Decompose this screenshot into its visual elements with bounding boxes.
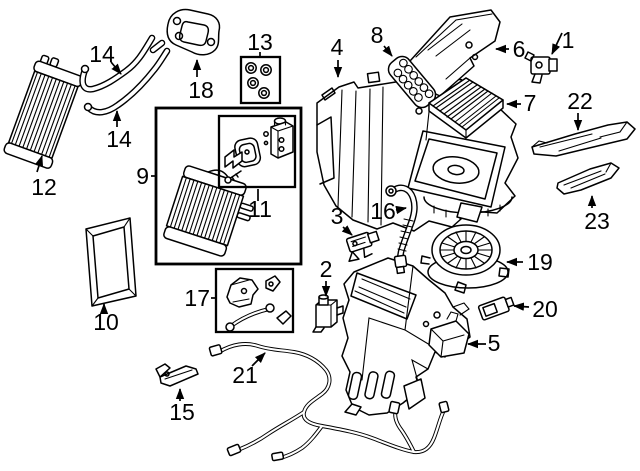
callout-16-arrow <box>395 205 407 215</box>
callout-17: 17 <box>184 285 217 311</box>
callout-14a: 14 <box>89 41 122 75</box>
callout-16: 16 <box>370 198 407 224</box>
callout-5-label: 5 <box>488 330 501 356</box>
callout-7-label: 7 <box>524 90 537 116</box>
expansion-valve-kit-box <box>217 114 297 189</box>
blower-resistor <box>477 296 515 321</box>
oring-kit-box <box>239 55 282 105</box>
callout-12-arrow <box>35 155 44 173</box>
callout-22: 22 <box>567 88 593 131</box>
callout-19-label: 19 <box>527 249 553 275</box>
cabin-air-filter <box>428 77 504 139</box>
callout-21-arrow <box>251 352 266 367</box>
callout-23-label: 23 <box>584 208 610 234</box>
callout-14a-arrow <box>110 61 122 75</box>
callout-9: 9 <box>136 163 157 189</box>
callout-3: 3 <box>331 203 353 236</box>
callout-20-label: 20 <box>532 296 558 322</box>
callout-2: 2 <box>320 256 333 297</box>
callout-8-arrow <box>382 45 393 57</box>
callout-4-label: 4 <box>331 34 344 60</box>
callout-6-label: 6 <box>513 36 526 62</box>
sensor-part-1 <box>524 51 558 84</box>
hvac-lower-housing <box>341 257 471 416</box>
seal-frame <box>85 217 137 307</box>
callout-7: 7 <box>506 90 537 116</box>
callout-12: 12 <box>31 155 57 200</box>
callout-19: 19 <box>506 249 553 275</box>
callout-21: 21 <box>232 352 266 388</box>
callout-10-label: 10 <box>93 309 119 335</box>
callout-8: 8 <box>371 22 393 57</box>
callout-1-arrow <box>551 32 563 55</box>
bracket-part-3 <box>345 230 380 263</box>
linkage-kit-box <box>214 267 295 334</box>
callout-13-label: 13 <box>247 29 273 55</box>
foam-seal-strip <box>387 55 437 109</box>
heater-core <box>3 54 84 169</box>
callout-12-label: 12 <box>31 174 57 200</box>
callout-11-label: 11 <box>248 196 272 222</box>
drain-hose <box>385 184 418 275</box>
callout-23: 23 <box>584 195 610 234</box>
duct-trim-22 <box>531 121 636 157</box>
callout-14b-label: 14 <box>106 126 132 152</box>
callout-10: 10 <box>93 303 119 335</box>
callout-2-label: 2 <box>320 256 333 282</box>
callout-1-label: 1 <box>562 27 575 53</box>
blower-motor <box>420 224 510 294</box>
callout-18-label: 18 <box>188 77 214 103</box>
callout-18: 18 <box>188 59 214 103</box>
callout-9-label: 9 <box>136 163 149 189</box>
callout-4: 4 <box>331 34 344 78</box>
wiring-harness <box>208 342 450 462</box>
callout-13: 13 <box>247 29 273 57</box>
callout-14a-label: 14 <box>89 41 115 67</box>
heater-pipes <box>79 34 171 116</box>
duct-trim-23 <box>556 162 620 195</box>
callout-22-label: 22 <box>567 88 593 114</box>
callout-8-label: 8 <box>371 22 384 48</box>
callout-5: 5 <box>467 330 501 356</box>
callout-3-label: 3 <box>331 203 344 229</box>
evaporator-core <box>163 165 254 257</box>
callout-15: 15 <box>169 388 195 425</box>
callout-15-label: 15 <box>169 399 195 425</box>
callout-6: 6 <box>495 36 526 62</box>
callout-20: 20 <box>513 296 558 322</box>
callout-21-label: 21 <box>232 362 258 388</box>
callout-20-arrow <box>513 302 530 311</box>
callout-11: 11 <box>248 189 272 222</box>
callout-17-label: 17 <box>184 285 210 311</box>
mounting-bracket <box>155 363 199 387</box>
callout-3-arrow <box>341 225 353 236</box>
callout-1: 1 <box>551 27 575 55</box>
callout-16-label: 16 <box>370 198 396 224</box>
pipe-flange-gasket <box>166 8 221 56</box>
evaporator-kit-box <box>154 106 303 266</box>
callout-14b: 14 <box>106 110 132 152</box>
valve-part-2 <box>312 294 344 333</box>
